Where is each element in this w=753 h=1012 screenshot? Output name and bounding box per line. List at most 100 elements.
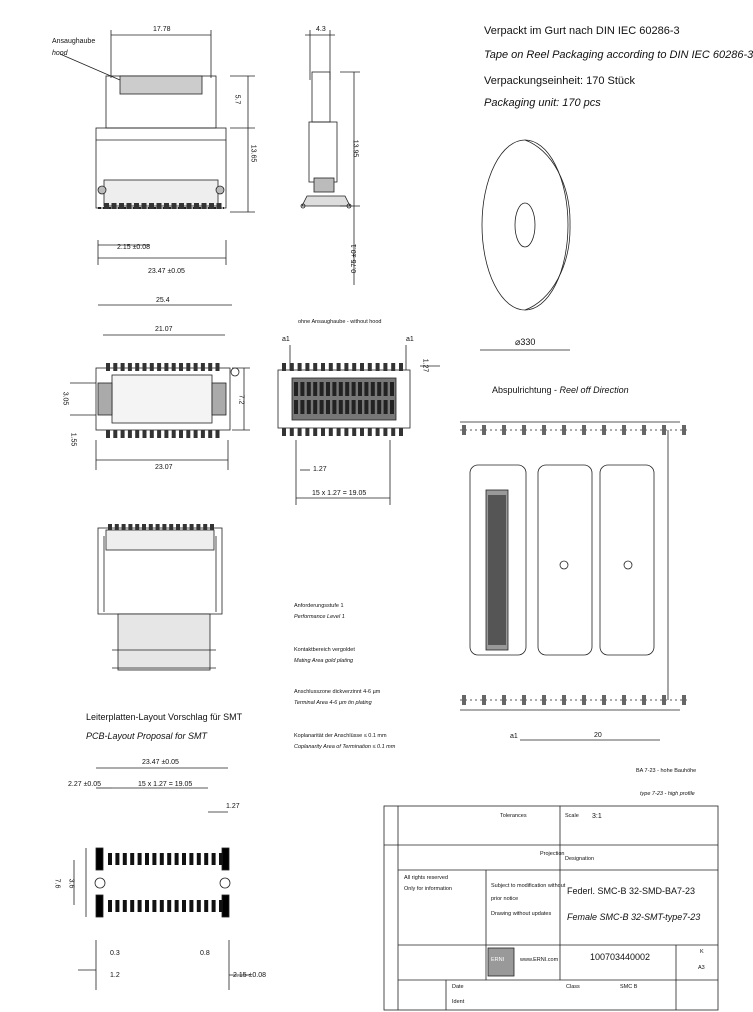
contact-cell-upper <box>294 382 298 396</box>
contact-cell-upper <box>383 382 388 396</box>
tb-subject: Subject to modification without <box>491 883 566 889</box>
dim-overall-width: 23.47 ±0.05 <box>148 268 185 275</box>
perf-contact-de: Kontaktbereich vergoldet <box>294 647 355 653</box>
top-view-left <box>70 304 250 470</box>
pcb-pad-lower <box>204 900 209 912</box>
top-view-pin-bottom <box>179 430 183 438</box>
tb-part-number: 100703440002 <box>590 952 651 962</box>
contact-cell-lower <box>306 400 311 414</box>
pcb-pad-upper <box>130 853 135 865</box>
contact-cell-upper <box>345 382 350 396</box>
perf-coplan-en: Coplanarity Area of Termination ≤ 0.1 mm <box>294 744 396 750</box>
bottom-view-pin <box>128 524 133 530</box>
pin-rows <box>104 203 686 912</box>
reel-diameter: ⌀330 <box>515 337 536 347</box>
top-view-pin-top <box>200 363 205 371</box>
top-view-pin-bottom <box>171 430 176 438</box>
tape-sprocket-bottom <box>642 695 646 705</box>
pcb-d227: 2.27 ±0.05 <box>68 781 102 788</box>
top-view-pin-bottom <box>127 430 132 438</box>
pcb-pad-lower <box>115 900 120 912</box>
without-hood-pin-bottom <box>282 428 286 436</box>
tb-web: www.ERNI.com <box>520 957 559 963</box>
tape-sprocket-bottom <box>662 695 666 705</box>
pcb-pad-upper <box>167 853 172 865</box>
tb-prior: prior notice <box>491 896 519 902</box>
technical-drawing <box>59 30 719 1011</box>
pcb-pad-upper <box>182 853 186 865</box>
without-hood-pin-bottom <box>305 428 310 436</box>
bottom-view-pin <box>162 524 167 530</box>
dim-h72: 7.2 <box>237 394 245 405</box>
bottom-view-pin <box>182 524 187 530</box>
a1-left: a1 <box>282 336 290 343</box>
contact-cell-upper <box>390 382 394 396</box>
front-view-pin <box>104 203 109 209</box>
tape-sprocket-top <box>502 425 506 435</box>
perf-contact-en: Mating Area gold plating <box>294 658 354 664</box>
top-view-pin-bottom <box>106 430 110 438</box>
pcb-pad-lower <box>211 900 216 912</box>
without-hood-pin-top <box>399 363 403 371</box>
without-hood-pin-bottom <box>344 428 349 436</box>
bottom-view-pin <box>189 524 194 530</box>
contact-cell-upper <box>351 382 356 396</box>
top-view-pin-top <box>171 363 176 371</box>
without-hood-pin-top <box>313 363 318 371</box>
top-view-pin-top <box>164 363 169 371</box>
tape-sprocket-bottom <box>502 695 506 705</box>
front-view-pin <box>186 203 192 209</box>
without-hood-pin-top <box>367 363 372 371</box>
bottom-view <box>97 527 223 671</box>
top-view-pin-bottom <box>142 430 147 438</box>
without-hood-pin-bottom <box>313 428 318 436</box>
contact-cell-upper <box>364 382 369 396</box>
contact-cell-lower <box>377 400 382 414</box>
front-view-pin <box>201 203 207 209</box>
without-hood-pin-bottom <box>375 428 380 436</box>
without-hood-pin-bottom <box>328 428 333 436</box>
tb-rights: All rights reserved <box>404 875 449 881</box>
contact-cell-lower <box>364 400 369 414</box>
hood-label-en: hood <box>52 50 68 57</box>
pcb-pad-lower <box>219 900 223 912</box>
contact-cell-upper <box>313 382 318 396</box>
pcb-h76: 7.6 <box>53 878 61 889</box>
bottom-view-pin <box>203 524 208 530</box>
bottom-view-pin <box>114 524 119 530</box>
packaging-de: Verpackt im Gurt nach DIN IEC 60286-3 <box>484 25 680 37</box>
pcb-pad-upper <box>137 853 142 865</box>
front-view-with-hood <box>59 30 255 265</box>
pcb-pad-upper <box>108 853 112 865</box>
dim-w25: 25.4 <box>156 297 170 304</box>
tape-sprocket-bottom <box>522 695 526 705</box>
without-hood: ohne Ansaughaube - without hood <box>298 319 382 325</box>
without-hood-pin-bottom <box>399 428 403 436</box>
unit-en: Packaging unit: 170 pcs <box>484 97 601 109</box>
pcb-h36: 3.6 <box>67 878 75 889</box>
contact-cell-lower <box>370 400 375 414</box>
tape-sprocket-top <box>602 425 606 435</box>
pcb-pad-lower <box>196 900 201 912</box>
front-view-pin <box>171 203 177 209</box>
contact-cell-lower <box>345 400 350 414</box>
dim-row-span: 15 x 1.27 = 19.05 <box>312 490 367 497</box>
contact-cell-lower <box>300 400 305 414</box>
pcb-pad-lower <box>122 900 127 912</box>
front-view-pin <box>179 203 184 209</box>
top-view-pin-top <box>149 363 154 371</box>
front-view-pin <box>156 203 162 209</box>
pcb-d215: 2.15 ±0.08 <box>233 972 267 979</box>
top-view-pin-bottom <box>215 430 220 438</box>
bottom-view-pin <box>169 524 174 530</box>
without-hood-pin-bottom <box>360 428 364 436</box>
reel-off-en: Reel off Direction <box>559 385 629 395</box>
without-hood-pin-bottom <box>321 428 325 436</box>
tape-sprocket-top <box>462 425 466 435</box>
contact-cell-upper <box>377 382 382 396</box>
without-hood-pin-top <box>391 363 396 371</box>
reel-off-pitch: 20 <box>594 732 602 739</box>
reel-off-de: Abspulrichtung - <box>492 385 560 395</box>
contact-cell-lower <box>383 400 388 414</box>
tape-sprocket-bottom <box>682 695 686 705</box>
